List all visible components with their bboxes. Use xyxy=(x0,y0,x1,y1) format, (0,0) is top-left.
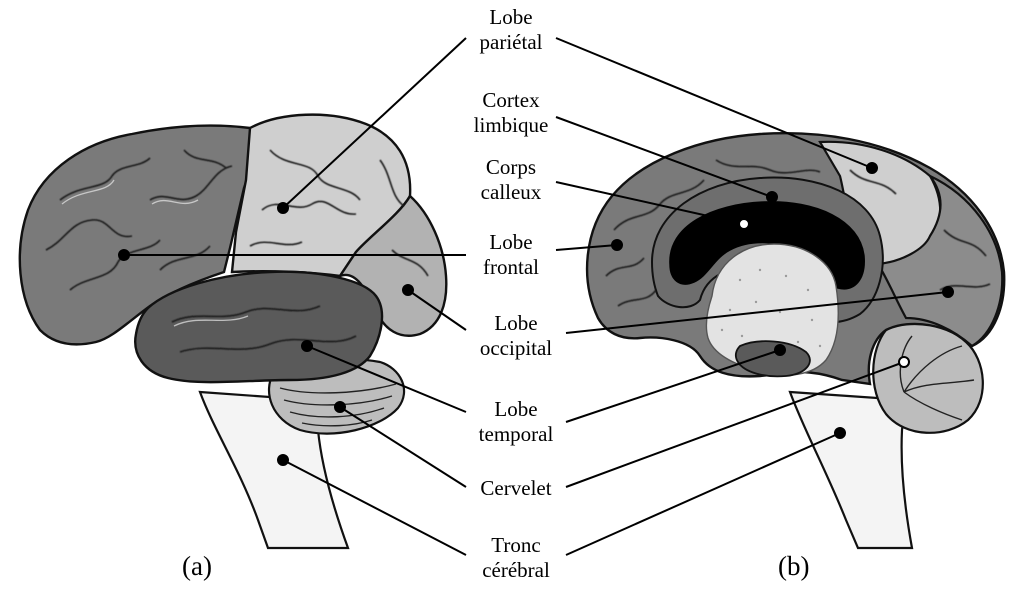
label-lobe-frontal: Lobe frontal xyxy=(466,230,556,280)
label-lobe-frontal-line2: frontal xyxy=(466,255,556,280)
marker-parietal-a xyxy=(278,203,288,213)
marker-limbic xyxy=(767,192,777,202)
label-lobe-temporal: Lobe temporal xyxy=(466,397,566,447)
marker-occipital-b xyxy=(943,287,953,297)
label-tronc-cerebral-line2: cérébral xyxy=(466,558,566,583)
leader-temporal-b xyxy=(566,350,780,422)
brain-medial-view xyxy=(587,133,1004,548)
label-lobe-temporal-line2: temporal xyxy=(466,422,566,447)
marker-callosum xyxy=(739,219,749,229)
marker-frontal-b xyxy=(612,240,622,250)
label-lobe-parietal: Lobe pariétal xyxy=(466,5,556,55)
label-lobe-occipital-line2: occipital xyxy=(466,336,566,361)
label-lobe-parietal-line2: pariétal xyxy=(466,30,556,55)
marker-brainstem-a xyxy=(278,455,288,465)
marker-temporal-a xyxy=(302,341,312,351)
label-cortex-limbique: Cortex limbique xyxy=(466,88,556,138)
label-corps-calleux-line1: Corps xyxy=(466,155,556,180)
label-lobe-frontal-line1: Lobe xyxy=(466,230,556,255)
marker-cerebellum-b xyxy=(899,357,909,367)
label-lobe-occipital: Lobe occipital xyxy=(466,311,566,361)
leader-brainstem-b xyxy=(566,433,840,555)
marker-brainstem-b xyxy=(835,428,845,438)
caption-b: (b) xyxy=(778,551,809,582)
label-tronc-cerebral: Tronc cérébral xyxy=(466,533,566,583)
label-cervelet: Cervelet xyxy=(466,476,566,501)
label-cervelet-line1: Cervelet xyxy=(466,476,566,501)
label-cortex-limbique-line2: limbique xyxy=(466,113,556,138)
label-corps-calleux-line2: calleux xyxy=(466,180,556,205)
brain-lateral-view xyxy=(20,115,446,548)
label-lobe-occipital-line1: Lobe xyxy=(466,311,566,336)
label-lobe-parietal-line1: Lobe xyxy=(466,5,556,30)
marker-parietal-b xyxy=(867,163,877,173)
marker-frontal-a xyxy=(119,250,129,260)
caption-a: (a) xyxy=(182,551,212,582)
label-corps-calleux: Corps calleux xyxy=(466,155,556,205)
marker-occipital-a xyxy=(403,285,413,295)
label-cortex-limbique-line1: Cortex xyxy=(466,88,556,113)
label-tronc-cerebral-line1: Tronc xyxy=(466,533,566,558)
leader-cerebellum-a xyxy=(340,407,466,487)
marker-cerebellum-a xyxy=(335,402,345,412)
marker-temporal-b xyxy=(775,345,785,355)
label-lobe-temporal-line1: Lobe xyxy=(466,397,566,422)
